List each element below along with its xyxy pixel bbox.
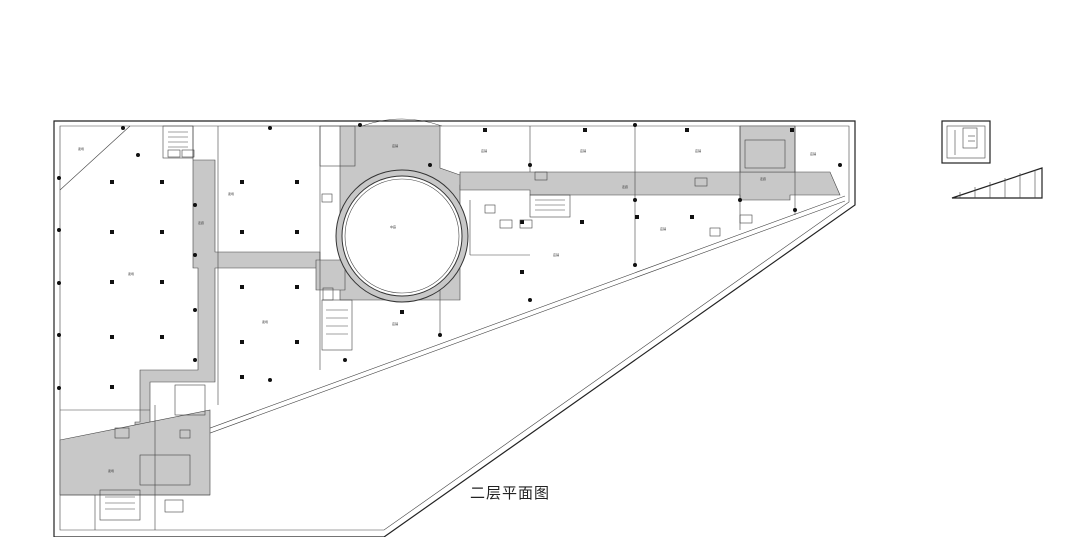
svg-text:卖场: 卖场 <box>108 468 114 473</box>
svg-text:店铺: 店铺 <box>810 151 816 156</box>
svg-text:店铺: 店铺 <box>553 252 559 257</box>
svg-text:店铺: 店铺 <box>392 143 398 148</box>
diagonal-facade-2 <box>149 200 846 456</box>
room-tags <box>114 149 753 513</box>
atrium-inner-ring <box>344 178 460 294</box>
corridor-label: 走廊 <box>622 184 628 189</box>
building-outline <box>53 120 856 537</box>
svg-text:店铺: 店铺 <box>580 148 586 153</box>
svg-text:卖场: 卖场 <box>228 191 234 196</box>
svg-text:卖场: 卖场 <box>128 271 134 276</box>
svg-text:卖场: 卖场 <box>78 146 84 151</box>
stair-cores <box>99 125 786 521</box>
site-key-triangle <box>951 167 1043 199</box>
svg-text:卖场: 卖场 <box>262 319 268 324</box>
diagonal-facade <box>149 195 846 451</box>
svg-text:店铺: 店铺 <box>392 321 398 326</box>
corridors <box>59 125 841 496</box>
room-labels: 卖场 卖场 卖场 卖场 中庭 店铺 店铺 店铺 店铺 店铺 店铺 店铺 店铺 卖… <box>78 143 816 473</box>
drawing-caption: 二层平面图 <box>470 484 551 502</box>
svg-text:店铺: 店铺 <box>481 148 487 153</box>
columns <box>110 128 794 389</box>
entrance-arc <box>361 118 443 127</box>
svg-text:店铺: 店铺 <box>695 148 701 153</box>
round-columns <box>57 123 842 390</box>
svg-text:店铺: 店铺 <box>660 226 666 231</box>
atrium-void <box>341 175 463 297</box>
svg-text:中庭: 中庭 <box>390 224 396 229</box>
corridor-label: 走廊 <box>760 176 766 181</box>
corridor-label: 走廊 <box>198 220 204 225</box>
key-plan <box>941 120 991 164</box>
